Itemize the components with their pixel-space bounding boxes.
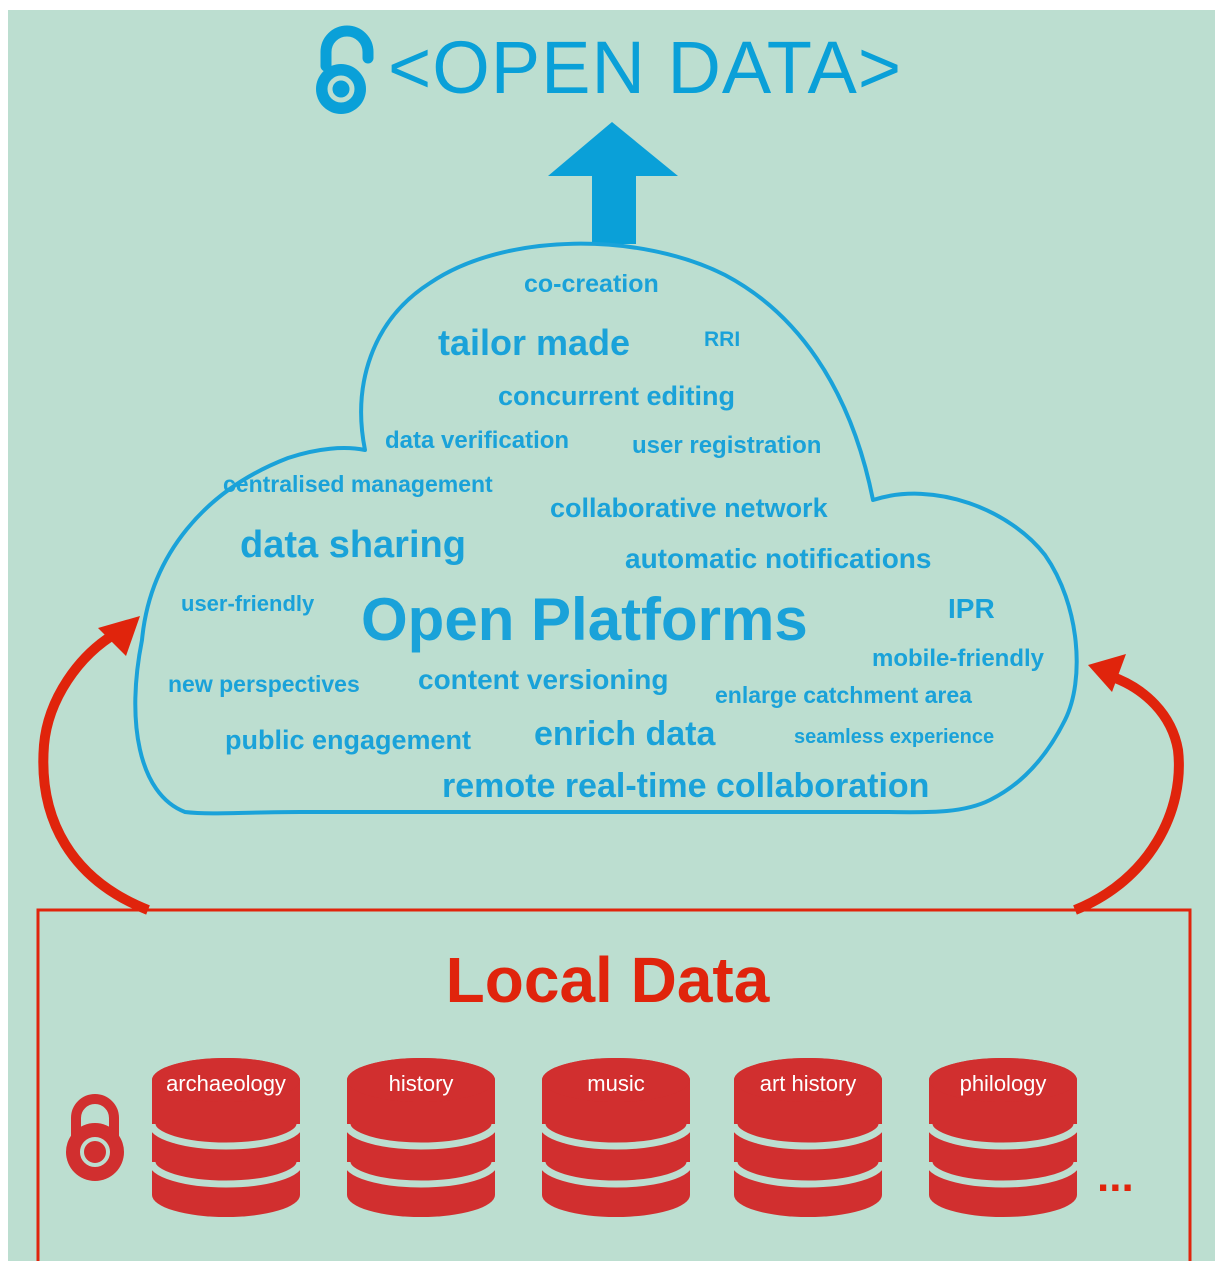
database-icon	[343, 1058, 499, 1217]
open-data-title: <OPEN DATA>	[388, 26, 903, 109]
keyword-co-creation: co-creation	[524, 270, 659, 298]
keyword-user-friendly: user-friendly	[181, 591, 315, 616]
database-icon	[148, 1058, 304, 1217]
cloud-shape	[133, 241, 1079, 816]
keyword-collaborative-network: collaborative network	[550, 493, 828, 523]
keyword-concurrent-editing: concurrent editing	[498, 381, 736, 411]
keyword-remote-collaboration: remote real-time collaboration	[442, 767, 930, 805]
keyword-ipr: IPR	[948, 593, 995, 624]
database-label-music: music	[587, 1071, 645, 1096]
left-red-arrow	[38, 616, 150, 915]
keyword-centralised-management: centralised management	[223, 471, 493, 497]
up-arrow	[548, 122, 678, 244]
database-group	[148, 1058, 1081, 1217]
database-label-archaeology: archaeology	[166, 1071, 286, 1096]
database-icon	[538, 1058, 694, 1217]
keyword-content-versioning: content versioning	[418, 664, 669, 695]
more-databases-ellipsis: ...	[1097, 1152, 1134, 1201]
keyword-user-registration: user registration	[632, 432, 822, 459]
closed-lock-icon	[66, 1094, 124, 1181]
keyword-public-engagement: public engagement	[225, 725, 472, 755]
keyword-seamless-experience: seamless experience	[794, 726, 995, 748]
keyword-data-sharing: data sharing	[240, 524, 466, 566]
database-icon	[730, 1058, 886, 1217]
keyword-enrich-data: enrich data	[534, 715, 716, 753]
keyword-data-verification: data verification	[385, 427, 570, 454]
database-label-history: history	[388, 1071, 454, 1096]
keyword-mobile-friendly: mobile-friendly	[872, 645, 1045, 672]
keyword-rri: RRI	[704, 328, 741, 351]
local-data-box	[36, 908, 1192, 1261]
database-label-art-history: art history	[759, 1071, 857, 1096]
keyword-enlarge-catchment-area: enlarge catchment area	[715, 682, 972, 708]
local-data-title: Local Data	[445, 944, 770, 1016]
keyword-new-perspectives: new perspectives	[168, 671, 360, 697]
database-label-philology: philology	[959, 1071, 1047, 1096]
right-red-arrow	[1073, 654, 1184, 915]
open-lock-icon	[316, 25, 374, 114]
cloud-center-label: Open Platforms	[361, 586, 808, 653]
keyword-automatic-notifications: automatic notifications	[625, 543, 932, 574]
database-icon	[925, 1058, 1081, 1217]
keyword-tailor-made: tailor made	[438, 322, 631, 363]
